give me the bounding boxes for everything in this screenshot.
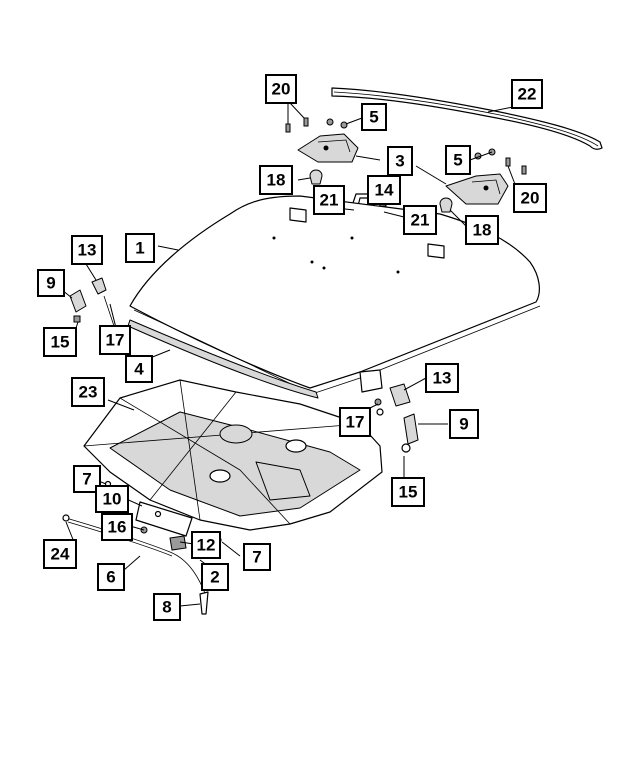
- callout-3: 3: [387, 146, 413, 176]
- hood-front-trim: [127, 319, 319, 399]
- svg-text:4: 4: [134, 360, 144, 379]
- hood-hinge-right: [445, 173, 509, 205]
- svg-text:17: 17: [106, 331, 125, 350]
- callout-21-left: 21: [313, 185, 345, 215]
- callout-15-right: 15: [391, 477, 425, 507]
- svg-text:21: 21: [411, 211, 430, 230]
- callout-12: 12: [191, 531, 221, 559]
- svg-text:9: 9: [46, 274, 55, 293]
- svg-text:5: 5: [453, 151, 462, 170]
- svg-text:12: 12: [197, 536, 216, 555]
- callout-4: 4: [125, 355, 153, 383]
- callout-10: 10: [95, 485, 129, 513]
- callout-14: 14: [367, 175, 401, 205]
- callout-22: 22: [511, 79, 543, 109]
- svg-text:14: 14: [375, 181, 394, 200]
- right-latch-assembly: [374, 383, 419, 453]
- svg-text:13: 13: [433, 369, 452, 388]
- callout-1: 1: [125, 233, 155, 263]
- callout-16: 16: [101, 513, 133, 541]
- svg-text:22: 22: [518, 85, 537, 104]
- callout-24: 24: [43, 539, 77, 569]
- svg-text:24: 24: [51, 545, 70, 564]
- callout-23: 23: [71, 377, 105, 407]
- svg-text:8: 8: [162, 598, 171, 617]
- left-latch-assembly: [69, 277, 115, 327]
- svg-text:2: 2: [210, 568, 219, 587]
- callout-13-right: 13: [425, 363, 459, 393]
- hood-panel: [129, 195, 541, 395]
- release-cable-assembly: [62, 480, 222, 615]
- callout-2: 2: [201, 563, 229, 591]
- callout-21-right: 21: [403, 205, 437, 235]
- svg-text:7: 7: [252, 548, 261, 567]
- callout-6: 6: [97, 563, 125, 591]
- svg-text:7: 7: [82, 470, 91, 489]
- svg-text:16: 16: [108, 518, 127, 537]
- hood-hinge-left: [297, 133, 359, 163]
- callout-7-right: 7: [243, 543, 271, 571]
- svg-text:5: 5: [369, 108, 378, 127]
- callout-18-right: 18: [465, 215, 499, 245]
- svg-text:20: 20: [272, 80, 291, 99]
- hood-inner-panel: [83, 379, 383, 531]
- callout-5-right: 5: [445, 145, 471, 175]
- svg-text:20: 20: [521, 189, 540, 208]
- hood-seal-strip: [331, 87, 603, 150]
- svg-text:15: 15: [399, 483, 418, 502]
- svg-text:21: 21: [320, 191, 339, 210]
- svg-text:13: 13: [78, 241, 97, 260]
- svg-text:17: 17: [346, 413, 365, 432]
- callout-5-top: 5: [361, 103, 387, 131]
- callout-8: 8: [153, 593, 181, 621]
- callout-17-right: 17: [339, 407, 371, 437]
- svg-text:23: 23: [79, 383, 98, 402]
- callout-9-right: 9: [449, 409, 479, 439]
- callout-9-left: 9: [37, 269, 65, 297]
- callout-20-top-left: 20: [265, 74, 297, 104]
- callout-15-left: 15: [43, 327, 77, 357]
- callout-18-left: 18: [259, 165, 293, 195]
- svg-text:1: 1: [135, 239, 144, 258]
- callout-13-left: 13: [71, 235, 103, 265]
- svg-text:9: 9: [459, 415, 468, 434]
- svg-text:18: 18: [267, 171, 286, 190]
- svg-text:15: 15: [51, 333, 70, 352]
- hinge-bolts: [285, 117, 527, 175]
- svg-text:10: 10: [103, 490, 122, 509]
- callout-17-left: 17: [99, 325, 131, 355]
- svg-text:6: 6: [106, 568, 115, 587]
- svg-text:3: 3: [395, 152, 404, 171]
- svg-text:18: 18: [473, 221, 492, 240]
- callout-20-right: 20: [513, 183, 547, 213]
